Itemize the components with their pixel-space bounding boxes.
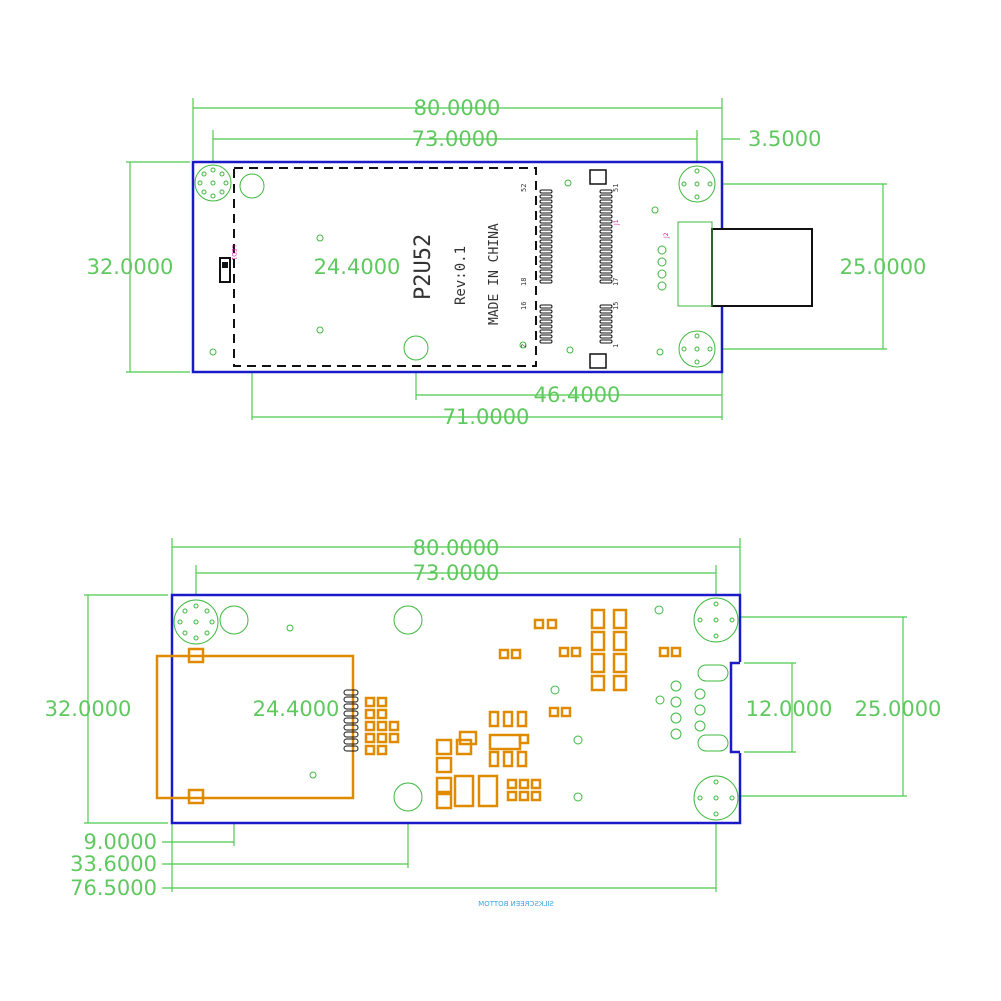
- pin-label-1: 1: [612, 344, 620, 348]
- dim-bottom-33-6: 33.6000: [70, 852, 157, 876]
- top-led-pads: [657, 245, 667, 291]
- dim-top-3-5: 3.5000: [748, 127, 821, 151]
- dim-bottom-9: 9.0000: [84, 830, 157, 854]
- pin-label-18: 18: [520, 278, 528, 286]
- board-rev: Rev:0.1: [453, 246, 469, 305]
- board-name: P2U52: [411, 234, 436, 300]
- top-mount-hole-tl: [194, 164, 232, 202]
- ref-j2: J2: [663, 232, 670, 239]
- board-origin: MADE IN CHINA: [487, 223, 502, 325]
- top-usb-connector: [711, 228, 813, 307]
- top-mount-hole-br: [678, 330, 716, 368]
- silkscreen-bottom-caption: SILKSCREEN BOTTOM: [478, 900, 554, 908]
- bottom-port-cutout: [730, 662, 744, 753]
- bottom-mount-hole-tl: [173, 599, 219, 645]
- bottom-card-pins: [343, 689, 359, 752]
- bottom-usb-contacts: [670, 664, 729, 752]
- dim-bottom-32: 32.0000: [45, 697, 132, 721]
- dim-bottom-25: 25.0000: [855, 697, 942, 721]
- pin-label-17: 17: [612, 278, 620, 286]
- pin-label-51: 51: [612, 184, 620, 192]
- pin-label-15: 15: [612, 302, 620, 310]
- bottom-mount-hole-tr: [693, 597, 739, 643]
- dim-top-73: 73.0000: [412, 127, 499, 151]
- dim-top-32: 32.0000: [87, 255, 174, 279]
- bottom-smd-pads: [364, 608, 682, 810]
- dim-top-25: 25.0000: [840, 255, 927, 279]
- pin-label-2: 2: [520, 344, 528, 348]
- bottom-mount-hole-br: [693, 775, 739, 821]
- dim-bottom-80: 80.0000: [413, 536, 500, 560]
- top-view: LED1 P2U52 Rev:0.1 MADE IN CHINA 52 51 1…: [87, 96, 927, 429]
- bottom-view: 80.0000 73.0000 32.0000 24.4000 12.0000 …: [45, 536, 942, 908]
- dim-bottom-73: 73.0000: [413, 561, 500, 585]
- pin-label-52: 52: [520, 184, 528, 192]
- dim-top-71: 71.0000: [443, 405, 530, 429]
- top-led: [219, 257, 231, 283]
- dim-bottom-76-5: 76.5000: [70, 876, 157, 900]
- pin-label-16: 16: [520, 302, 528, 310]
- dim-bottom-12: 12.0000: [746, 697, 833, 721]
- top-card-outline: [233, 167, 537, 367]
- dim-top-46-4: 46.4000: [534, 383, 621, 407]
- top-header-pins: [539, 189, 613, 344]
- dim-top-24-4: 24.4000: [314, 255, 401, 279]
- top-mount-hole-tr: [678, 165, 716, 203]
- bottom-card-outline: [155, 654, 355, 800]
- dim-top-80: 80.0000: [414, 96, 501, 120]
- ref-j1: J1: [613, 219, 620, 226]
- led-ref: LED1: [230, 245, 237, 261]
- dim-bottom-24-4: 24.4000: [253, 697, 340, 721]
